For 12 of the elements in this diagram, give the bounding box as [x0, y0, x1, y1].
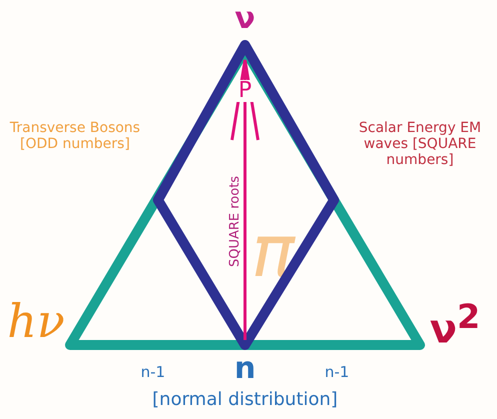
vertex-label: n [233, 352, 257, 386]
pi-symbol: π [251, 215, 295, 287]
caption-text: [normal distribution] [151, 390, 339, 411]
arrow-label: SQUARE roots [228, 174, 244, 270]
side-note: Scalar Energy EM waves [SQUARE numbers] [358, 120, 482, 168]
side-label: n-1 [324, 364, 350, 382]
side-note: Transverse Bosons [ODD numbers] [8, 120, 142, 152]
side-label: n-1 [140, 364, 166, 382]
vertex-label: hν [6, 295, 66, 348]
vertex-label: ν$^{2}$ [428, 298, 482, 352]
vertex-label: ν [234, 2, 256, 36]
arrow-label: P [236, 80, 254, 102]
